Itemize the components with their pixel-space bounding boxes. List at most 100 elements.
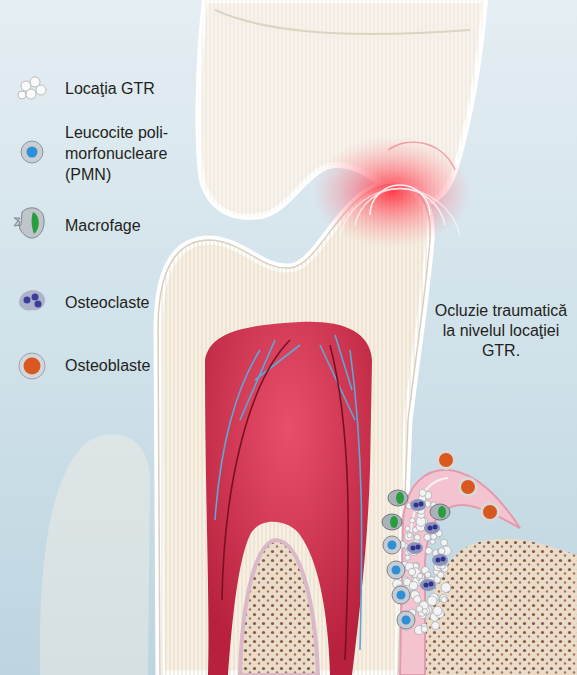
osteoclast-nucleus <box>436 558 441 563</box>
vessel <box>320 335 362 650</box>
granule <box>441 539 448 546</box>
macrophage <box>430 504 450 520</box>
granule <box>438 572 444 578</box>
granule <box>416 606 423 613</box>
granule <box>441 597 447 603</box>
osteoclast-nucleus <box>428 526 433 531</box>
granule <box>405 532 414 541</box>
legend-text: Macrofage <box>65 215 183 236</box>
osteoclast-nucleus <box>419 502 424 507</box>
osteoblast <box>480 502 500 522</box>
callout-label-slot: Ocluzie traumatică la nivelul locaţiei G… <box>432 301 570 361</box>
gingiva <box>400 470 520 675</box>
vessel <box>215 340 300 520</box>
pmn-icon <box>21 141 43 163</box>
granule <box>407 533 412 538</box>
macrophage-icon <box>14 208 44 238</box>
granule <box>414 534 420 540</box>
osteoclast <box>424 522 440 534</box>
granule <box>425 547 432 554</box>
granule <box>440 594 448 602</box>
lower-tooth <box>158 184 430 675</box>
granule <box>432 622 440 630</box>
macrophage <box>382 514 402 530</box>
cell-ring <box>480 502 500 522</box>
osteoclast-nucleus <box>414 503 419 508</box>
osteoclast-nucleus <box>416 545 421 550</box>
interradicular-bone <box>240 540 318 675</box>
legend-text-slot: Leucocite poli- morfonucleare (PMN) <box>65 122 183 185</box>
macrophage <box>388 490 408 506</box>
lower-tooth-outline <box>158 184 430 675</box>
granule <box>431 534 437 540</box>
legend-text: Leucocite poli- morfonucleare (PMN) <box>65 122 183 185</box>
cell-nucleus <box>24 297 31 304</box>
cell-ring <box>458 477 478 497</box>
cell-body <box>483 505 497 519</box>
cell-ring <box>19 353 45 379</box>
upper-tooth-line <box>215 10 470 34</box>
legend-text-slot: Osteoblaste <box>65 355 183 376</box>
granule <box>18 91 26 99</box>
osteoclast-nucleus <box>429 582 434 587</box>
pmn-nucleus <box>388 541 397 550</box>
granule <box>409 582 417 590</box>
granule <box>405 526 410 531</box>
pulp <box>205 322 372 675</box>
osteoclast <box>420 579 436 591</box>
granule <box>438 548 445 555</box>
pmn-cell <box>397 611 415 629</box>
granule <box>433 606 442 615</box>
macrophage-nucleus <box>438 506 446 518</box>
cell-nucleus <box>27 147 38 158</box>
granule <box>414 596 422 604</box>
granule <box>421 626 428 633</box>
granule <box>419 489 426 496</box>
cell-body <box>461 480 475 494</box>
granule <box>36 85 46 95</box>
pmn-cell <box>392 586 410 604</box>
arc <box>340 189 460 235</box>
pmn-nucleus <box>402 616 411 625</box>
cell-ring <box>436 450 456 470</box>
granule <box>410 518 415 523</box>
pmn-nucleus <box>397 591 406 600</box>
osteoclast-nucleus <box>411 546 416 551</box>
osteoblast <box>436 450 456 470</box>
osteoclast <box>410 499 426 511</box>
pmn-nucleus <box>392 566 401 575</box>
cell-body <box>14 208 44 238</box>
pulp-vessels <box>215 335 362 660</box>
granule <box>427 596 437 606</box>
cell-body <box>439 453 453 467</box>
legend-text-slot: Macrofage <box>65 215 183 236</box>
legend-text: Osteoblaste <box>65 355 183 376</box>
macrophage-nucleus <box>390 516 398 528</box>
osteoblast-icon <box>19 353 45 379</box>
granule <box>441 583 451 593</box>
cell-nucleus <box>32 294 39 301</box>
granule <box>424 534 431 541</box>
granule <box>26 89 36 99</box>
cell-nucleus <box>32 212 39 234</box>
arc <box>370 185 430 215</box>
alveolar-bone <box>420 539 577 675</box>
occlusion-glow <box>312 137 472 247</box>
granule <box>405 555 410 560</box>
osteoblast <box>458 477 478 497</box>
cell-body <box>21 141 43 163</box>
legend-text: Osteoclaste <box>65 292 183 313</box>
callout-label: Ocluzie traumatică la nivelul locaţiei G… <box>432 301 570 361</box>
granule <box>408 568 415 575</box>
pmn-cell <box>383 536 401 554</box>
osteoclast-nucleus <box>424 583 429 588</box>
gingiva-edge <box>410 478 448 540</box>
osteoclast-icon <box>19 290 45 310</box>
osteoclast-nucleus <box>433 525 438 530</box>
cell-nucleus <box>35 301 42 308</box>
granule <box>421 627 427 633</box>
arc <box>355 189 445 225</box>
pressure-arcs <box>340 142 460 235</box>
vessel <box>222 340 348 660</box>
